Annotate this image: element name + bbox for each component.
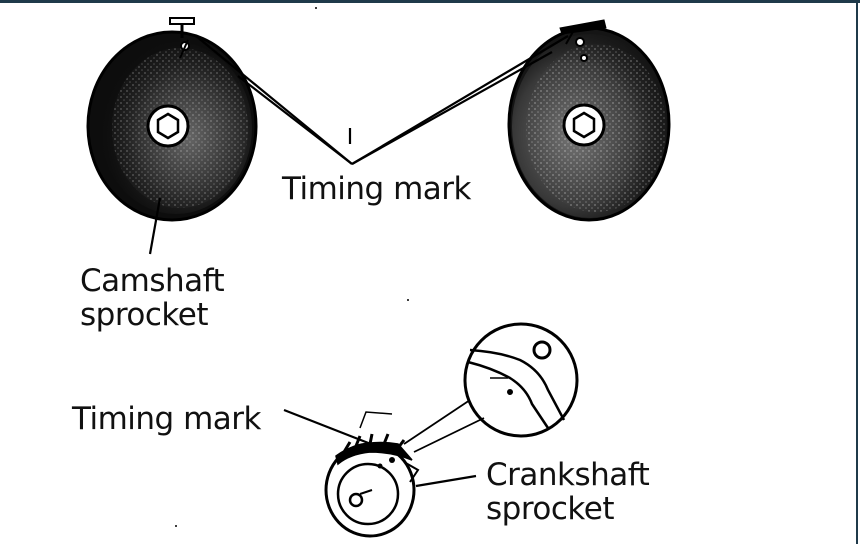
timing-mark-top-text: Timing mark xyxy=(282,171,471,207)
left-hub-bolt xyxy=(156,112,180,140)
crankshaft-label-line2: sprocket xyxy=(486,491,614,527)
camshaft-label-line1: Camshaft xyxy=(80,263,225,299)
camshaft-leader xyxy=(148,197,162,255)
crank-sprocket-inner xyxy=(336,462,400,526)
timing-mark-label-top: Timing mark xyxy=(282,172,471,206)
crankshaft-sprocket-assembly xyxy=(324,322,579,538)
camshaft-sprocket-label: Camshaft sprocket xyxy=(80,263,225,333)
bottom-timing-leader xyxy=(283,408,377,448)
crankshaft-label-line1: Crankshaft xyxy=(486,457,650,493)
crankshaft-sprocket-label: Crankshaft sprocket xyxy=(486,457,650,527)
timing-mark-bottom-text: Timing mark xyxy=(72,401,261,437)
crankshaft-leader xyxy=(415,474,477,488)
left-camshaft-sprocket xyxy=(86,17,258,222)
right-camshaft-sprocket xyxy=(507,19,671,222)
camshaft-label-line2: sprocket xyxy=(80,297,208,333)
top-timing-leaders xyxy=(195,35,569,165)
timing-mark-label-bottom: Timing mark xyxy=(72,402,261,436)
right-hub-bolt xyxy=(572,111,596,139)
